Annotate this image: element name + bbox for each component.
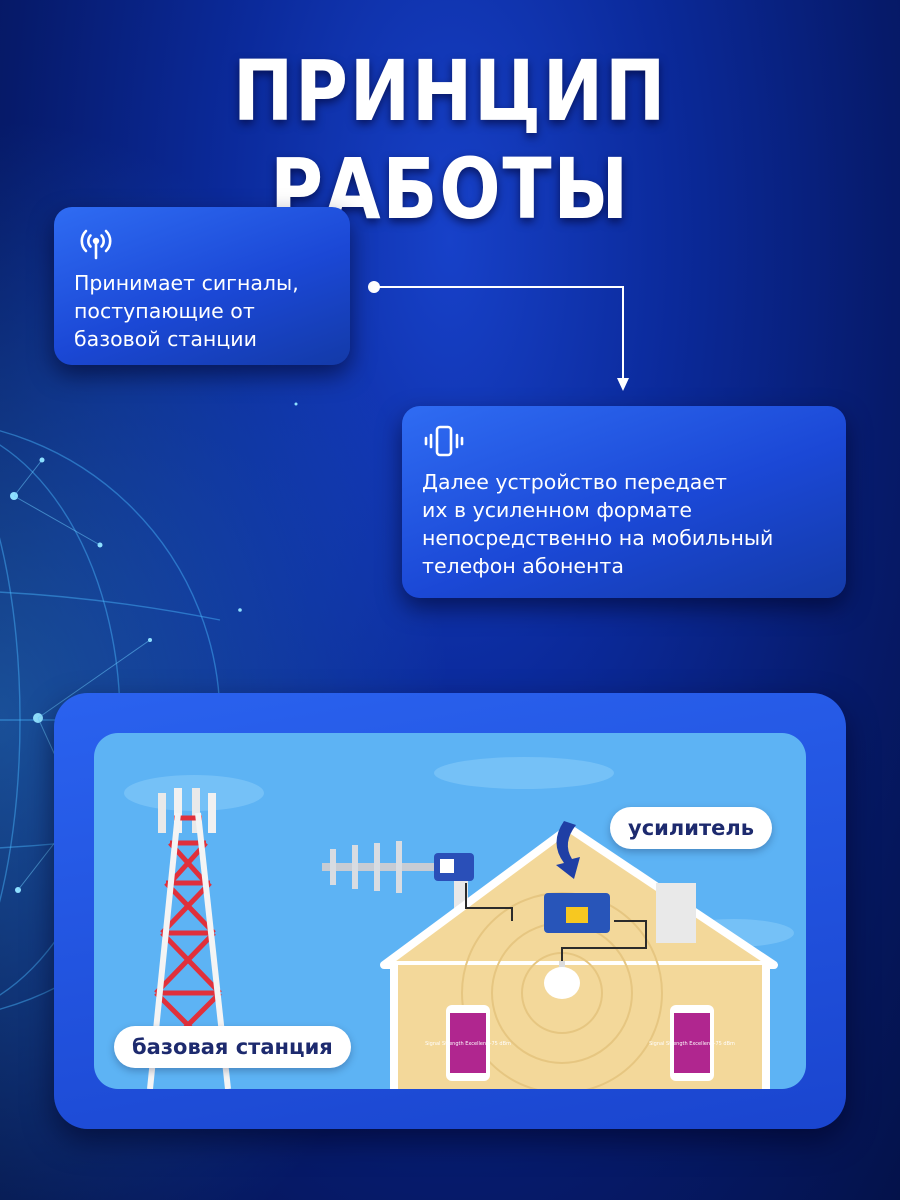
yagi-antenna-icon	[322, 841, 474, 921]
phone-left-icon: Signal Strength Excellent -75 dBm	[425, 1005, 511, 1081]
amplifier-label: усилитель	[610, 807, 773, 849]
transmit-signal-card: Далее устройство передает их в усиленном…	[402, 406, 846, 598]
phone-right-screen-text: Signal Strength Excellent -75 dBm	[649, 1041, 735, 1047]
phone-left-screen-text: Signal Strength Excellent -75 dBm	[425, 1041, 511, 1047]
phone-right-icon: Signal Strength Excellent -75 dBm	[649, 1005, 735, 1081]
antenna-signal-icon	[80, 229, 112, 260]
amplifier-icon	[465, 821, 647, 961]
ceiling-antenna-icon	[544, 961, 580, 999]
transmit-signal-text: Далее устройство передает их в усиленном…	[422, 470, 774, 578]
phone-vibrate-icon	[424, 425, 464, 457]
receive-signal-text: Принимает сигналы, поступающие от базово…	[74, 271, 299, 351]
receive-signal-card: Принимает сигналы, поступающие от базово…	[54, 207, 350, 365]
repeater-illustration: Signal Strength Excellent -75 dBm Signal…	[124, 757, 794, 1089]
base-station-label: базовая станция	[114, 1026, 351, 1068]
